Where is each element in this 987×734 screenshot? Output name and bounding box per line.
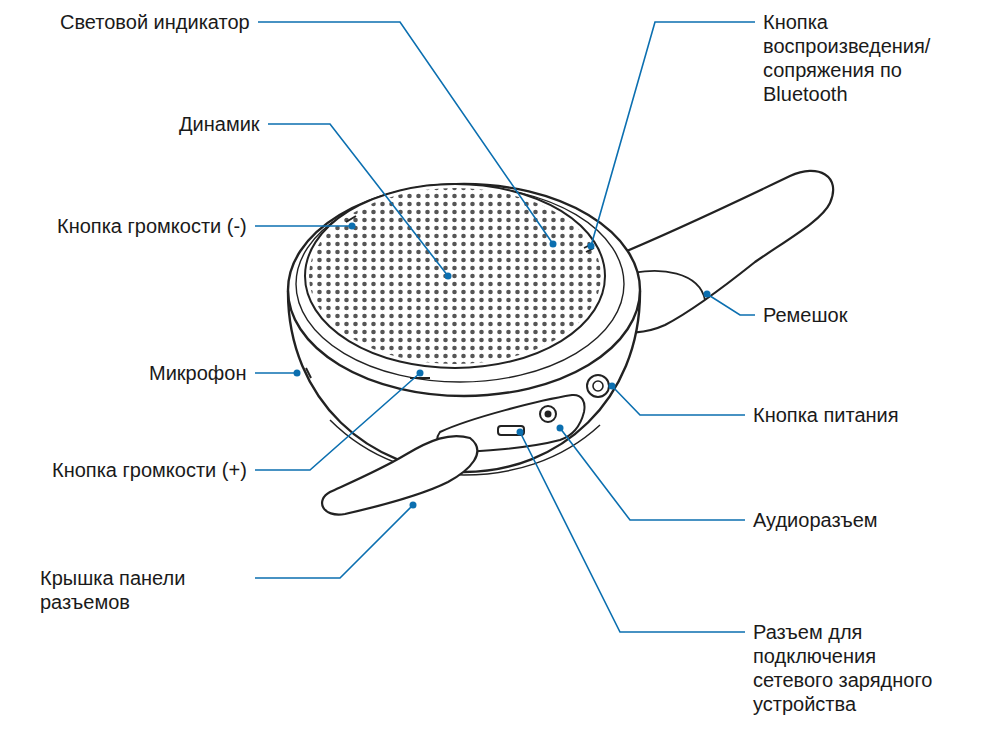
part-label: Аудиоразъем bbox=[753, 508, 878, 532]
power-button bbox=[587, 375, 609, 397]
grille-holes bbox=[300, 180, 610, 370]
charger-port bbox=[498, 426, 524, 435]
microphone-hole bbox=[306, 368, 311, 378]
power-button-inner bbox=[593, 381, 603, 391]
audio-jack-hole bbox=[545, 411, 552, 418]
port-cover bbox=[322, 436, 477, 515]
part-label: Кнопка воспроизведения/ сопряжения по Bl… bbox=[763, 10, 963, 106]
leader-dots bbox=[294, 223, 711, 509]
part-label: Световой индикатор bbox=[60, 10, 250, 34]
led bbox=[550, 241, 556, 247]
part-label: Кнопка громкости (+) bbox=[52, 458, 247, 482]
audio-jack bbox=[540, 406, 556, 422]
part-label: Ремешок bbox=[763, 303, 847, 327]
part-label: Микрофон bbox=[149, 361, 246, 385]
part-label: Крышка панели разъемов bbox=[40, 566, 220, 614]
part-label: Динамик bbox=[179, 112, 260, 136]
part-label: Кнопка питания bbox=[753, 403, 899, 427]
part-label: Кнопка громкости (-) bbox=[57, 214, 247, 238]
volume-minus-mark bbox=[346, 216, 356, 222]
leader-lines bbox=[255, 22, 755, 632]
part-label: Разъем для подключения сетевого зарядног… bbox=[753, 620, 958, 716]
